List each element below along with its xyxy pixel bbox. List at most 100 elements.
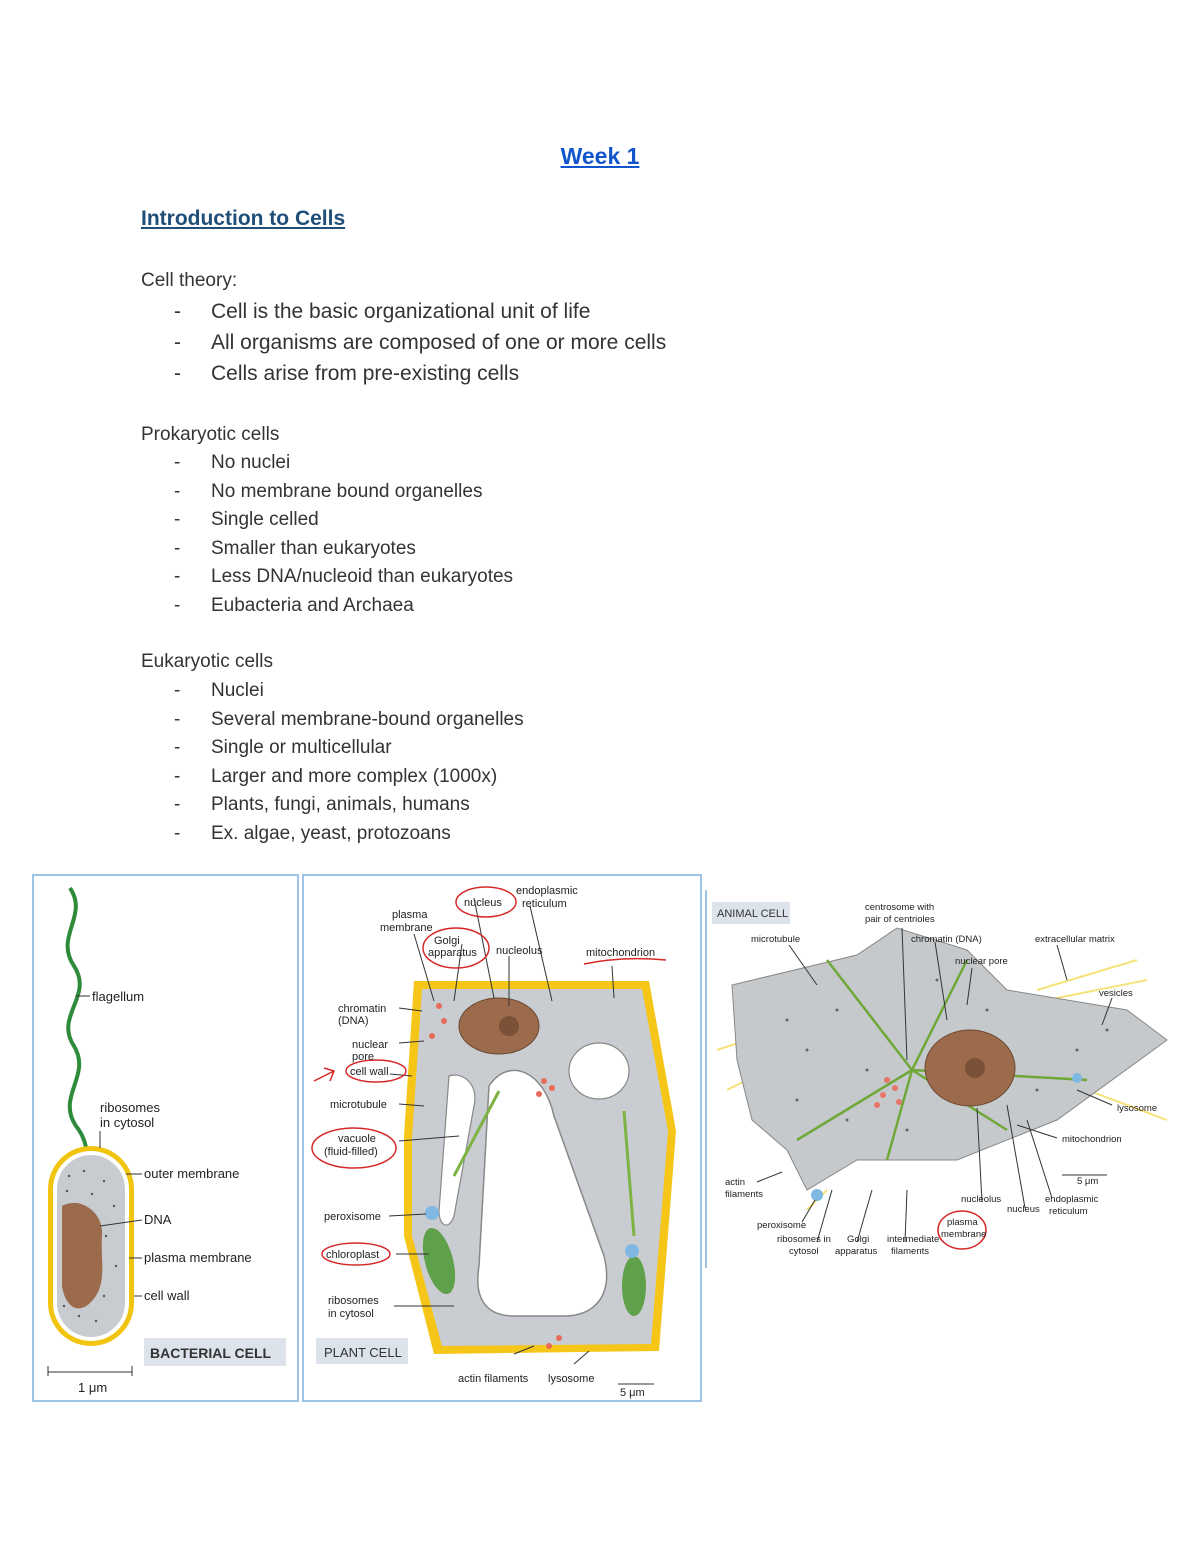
vacuole-shape <box>477 1069 608 1317</box>
badge-background <box>316 1338 408 1364</box>
nucleus-label: nucleus <box>1007 1204 1040 1215</box>
list-item: Ex. algae, yeast, protozoans <box>141 820 524 849</box>
lysosome-label: lysosome <box>1117 1103 1157 1114</box>
prokaryotic-label: Prokaryotic cells <box>141 424 280 445</box>
ribosomes-label: in cytosol <box>100 1115 154 1130</box>
bacterial-cell-figure: flagellum ribosomes in cytosol outer mem… <box>32 874 299 1402</box>
cell-theory-label: Cell theory: <box>141 270 238 291</box>
vacuole-label: vacuole <box>338 1133 376 1145</box>
actin-filaments-label: actin <box>725 1177 745 1188</box>
list-item: Eubacteria and Archaea <box>141 592 513 621</box>
list-item: Cell is the basic organizational unit of… <box>141 296 666 327</box>
golgi-label: Golgi <box>434 935 460 947</box>
list-item: Larger and more complex (1000x) <box>141 763 524 792</box>
centrosome-label: pair of centrioles <box>865 914 935 925</box>
mitochondrion-label: mitochondrion <box>586 947 655 959</box>
list-item: Several membrane-bound organelles <box>141 706 524 735</box>
actin-filaments-label: actin filaments <box>458 1373 529 1385</box>
dna-nucleoid-shape <box>62 1202 103 1309</box>
plant-cell-diagram: nucleus endoplasmic reticulum plasma mem… <box>311 885 676 1399</box>
nucleolus-label: nucleolus <box>961 1194 1001 1205</box>
er-label: endoplasmic <box>1045 1194 1099 1205</box>
cell-wall-label: cell wall <box>350 1066 389 1078</box>
ribosomes-label: in cytosol <box>328 1308 374 1320</box>
scale-bar-label: 5 μm <box>1077 1176 1098 1187</box>
prokaryotic-list: No nuclei No membrane bound organelles S… <box>141 449 513 620</box>
microtubule-shape <box>452 1090 501 1177</box>
peroxisome-label: peroxisome <box>757 1220 806 1231</box>
list-item: No membrane bound organelles <box>141 478 513 507</box>
golgi-label: apparatus <box>428 947 477 959</box>
page-title: Week 1 <box>560 143 640 169</box>
chromatin-label: chromatin <box>338 1003 386 1015</box>
ecm-label: extracellular matrix <box>1035 934 1115 945</box>
plant-cell-badge: PLANT CELL <box>324 1345 402 1360</box>
badge-background <box>712 902 790 924</box>
er-label: reticulum <box>1049 1206 1088 1217</box>
ribosomes-label: ribosomes in <box>777 1234 831 1245</box>
er-label: reticulum <box>522 898 567 910</box>
nuclear-pore-label: nuclear <box>352 1039 388 1051</box>
nuclear-pore-label: pore <box>352 1051 374 1063</box>
er-label: endoplasmic <box>516 885 578 897</box>
list-item: Single celled <box>141 506 513 535</box>
plasma-membrane-label: membrane <box>380 922 433 934</box>
plant-cell-figure: nucleus endoplasmic reticulum plasma mem… <box>302 874 702 1402</box>
cell-theory-list: Cell is the basic organizational unit of… <box>141 296 666 389</box>
animal-cell-badge: ANIMAL CELL <box>717 908 788 920</box>
peroxisome-shape <box>425 1206 439 1220</box>
plasma-membrane-label: plasma <box>947 1217 978 1228</box>
list-item: Cells arise from pre-existing cells <box>141 358 666 389</box>
ribosomes-label: ribosomes <box>328 1295 379 1307</box>
ribosomes-label: ribosomes <box>100 1100 160 1115</box>
bacterial-cell-diagram: flagellum ribosomes in cytosol outer mem… <box>47 886 286 1395</box>
list-item: No nuclei <box>141 449 513 478</box>
actin-filaments-label: filaments <box>725 1189 763 1200</box>
intermediate-filaments-label: intermediate <box>887 1234 939 1245</box>
chromatin-label: (DNA) <box>338 1015 369 1027</box>
outer-membrane-label: outer membrane <box>144 1166 239 1181</box>
ribosomes-label: cytosol <box>789 1246 819 1257</box>
animal-cell-diagram: centrosome with pair of centrioles micro… <box>712 902 1168 1257</box>
peroxisome-shape <box>811 1189 823 1201</box>
scale-bar-label: 1 μm <box>78 1380 107 1395</box>
dna-label: DNA <box>144 1212 172 1227</box>
microtubule-label: microtubule <box>751 934 800 945</box>
lysosome-label: lysosome <box>548 1373 594 1385</box>
intermediate-filaments-label: filaments <box>891 1246 929 1257</box>
golgi-label: Golgi <box>847 1234 869 1245</box>
badge-background <box>144 1338 286 1366</box>
centrosome-label: centrosome with <box>865 902 934 913</box>
section-heading: Introduction to Cells <box>141 207 346 230</box>
nuclear-pore-label: nuclear pore <box>955 956 1008 967</box>
cell-wall-label: cell wall <box>144 1288 190 1303</box>
chloroplast-shape <box>622 1256 646 1316</box>
plasma-membrane-label: membrane <box>941 1229 986 1240</box>
bacterial-cell-badge: BACTERIAL CELL <box>150 1345 272 1361</box>
flagellum-label: flagellum <box>92 989 144 1004</box>
plasma-membrane-label: plasma <box>392 909 428 921</box>
list-item: Nuclei <box>141 677 524 706</box>
eukaryotic-list: Nuclei Several membrane-bound organelles… <box>141 677 524 848</box>
eukaryotic-label: Eukaryotic cells <box>141 651 273 672</box>
nucleolus-label: nucleolus <box>496 945 543 957</box>
vacuole-label: (fluid-filled) <box>324 1146 378 1158</box>
microtubule-label: microtubule <box>330 1099 387 1111</box>
list-item: Single or multicellular <box>141 734 524 763</box>
list-item: Smaller than eukaryotes <box>141 535 513 564</box>
plasma-membrane-label: plasma membrane <box>144 1250 252 1265</box>
chloroplast-label: chloroplast <box>326 1249 379 1261</box>
vesicles-label: vesicles <box>1099 988 1133 999</box>
flagellum-shape <box>65 886 97 1163</box>
chloroplast-shape <box>422 1227 456 1295</box>
peroxisome-label: peroxisome <box>324 1211 381 1223</box>
mitochondrion-label: mitochondrion <box>1062 1134 1122 1145</box>
golgi-label: apparatus <box>835 1246 878 1257</box>
list-item: All organisms are composed of one or mor… <box>141 327 666 358</box>
chromatin-label: chromatin (DNA) <box>911 934 982 945</box>
list-item: Plants, fungi, animals, humans <box>141 791 524 820</box>
list-item: Less DNA/nucleoid than eukaryotes <box>141 563 513 592</box>
nucleus-label: nucleus <box>464 897 502 909</box>
animal-cell-figure: centrosome with pair of centrioles micro… <box>705 890 1182 1268</box>
scale-bar-label: 5 μm <box>620 1387 645 1399</box>
